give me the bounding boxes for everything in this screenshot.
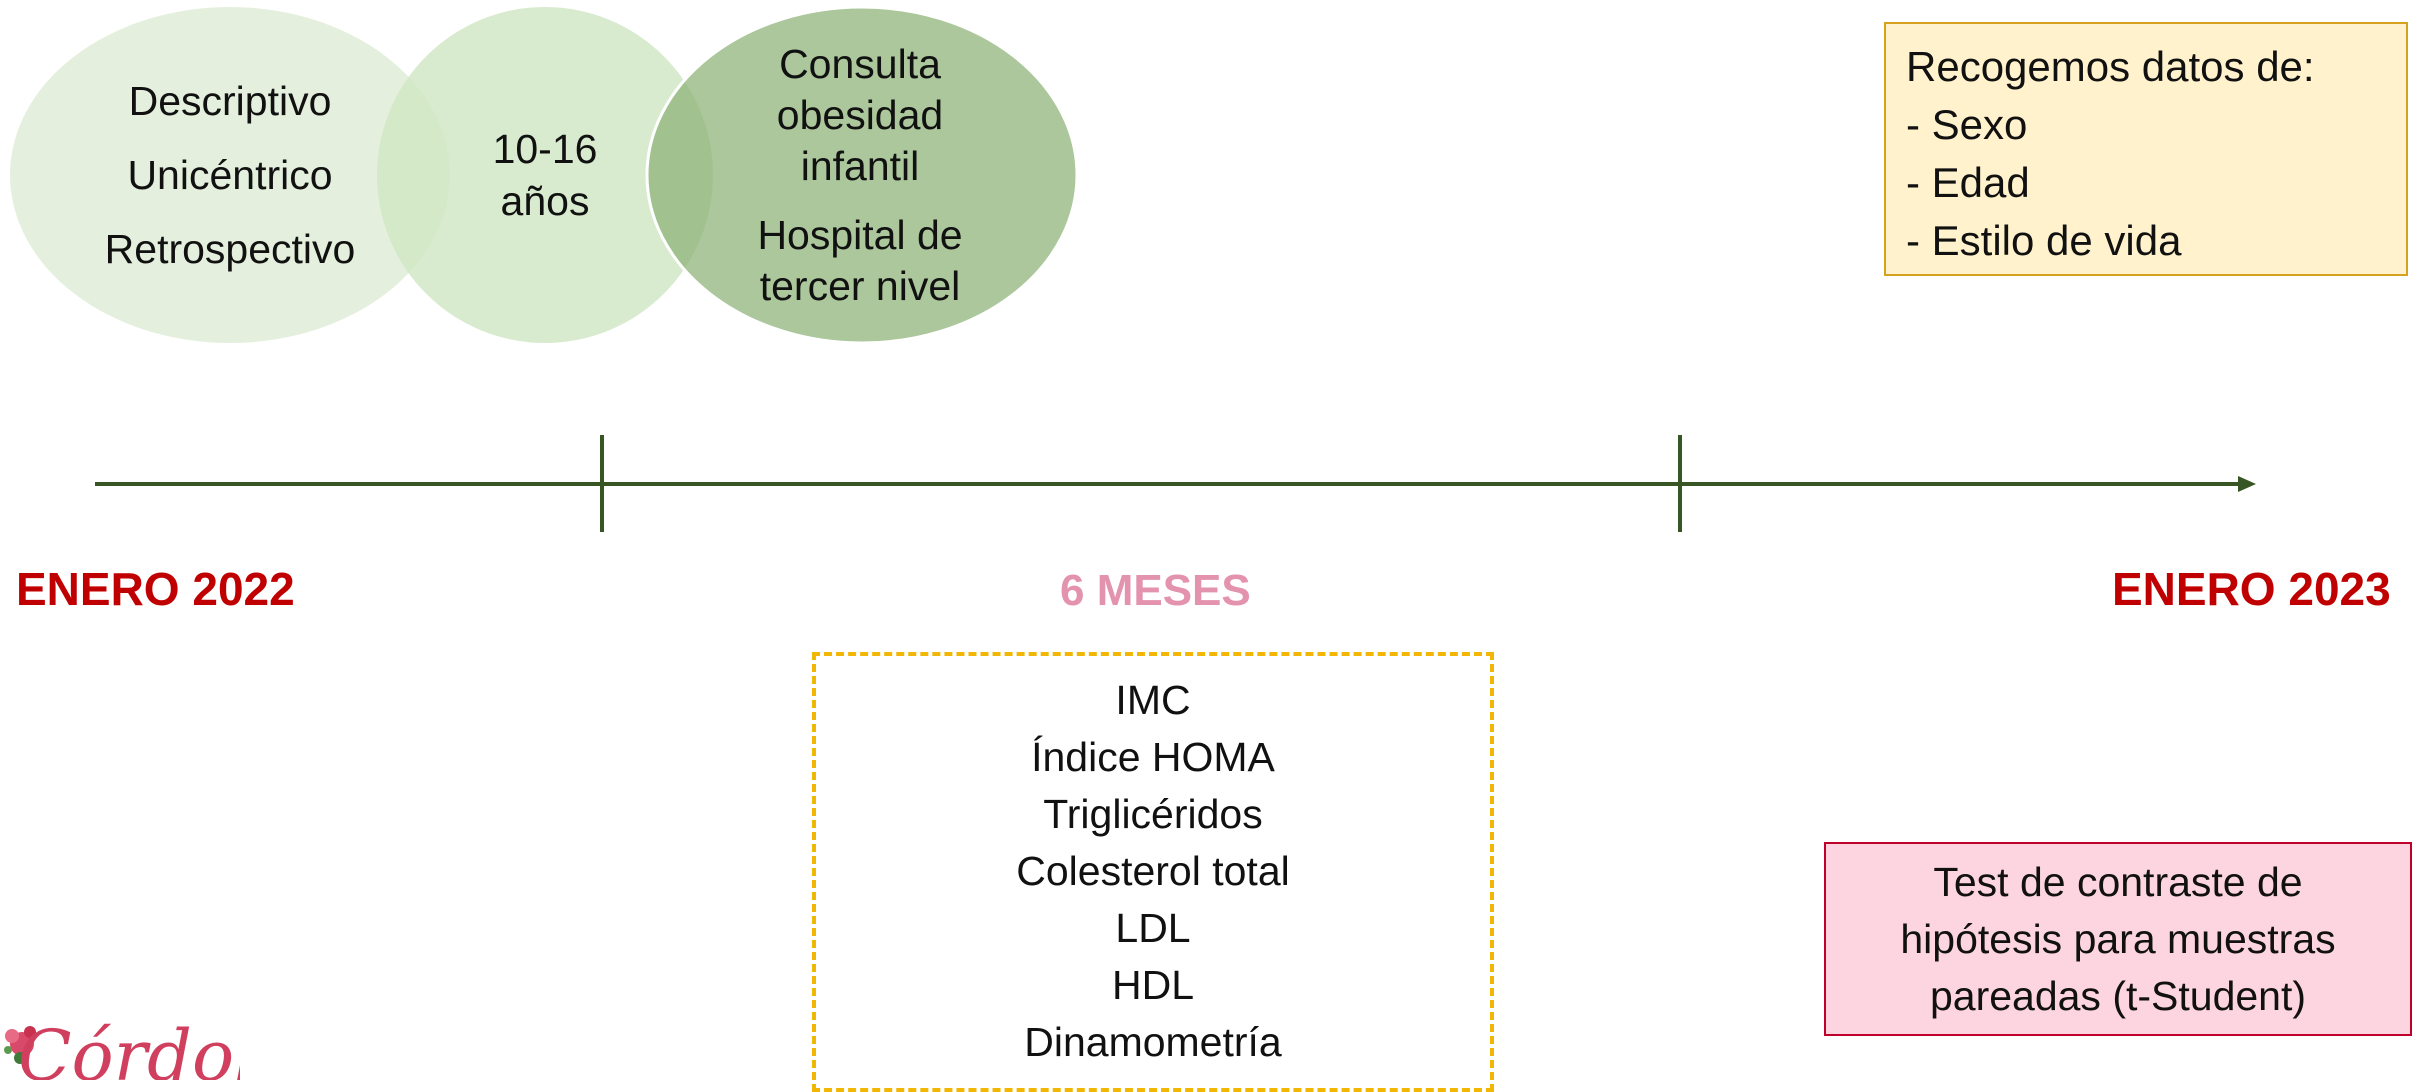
data-collection-box: Recogemos datos de: - Sexo - Edad - Esti…: [1884, 22, 2408, 276]
setting-line: Hospital de: [757, 211, 963, 258]
flower-icon: [4, 1026, 36, 1064]
variable-item: Colesterol total: [1016, 848, 1290, 894]
data-collection-item: - Estilo de vida: [1906, 217, 2182, 264]
timeline-arrowhead: [2238, 476, 2256, 492]
variable-item: Triglicéridos: [1043, 791, 1263, 837]
setting-text: Consulta obesidad infantil Hospital de t…: [700, 30, 1020, 320]
statistics-line: hipótesis para muestras: [1900, 915, 2336, 962]
age-range-line: 10-16: [492, 126, 598, 172]
data-collection-item: - Sexo: [1906, 101, 2028, 148]
setting-line: Consulta: [779, 40, 941, 87]
circle-age-range: [377, 7, 713, 343]
study-type-line: Descriptivo: [128, 78, 332, 124]
circle-study-type: [10, 7, 450, 343]
study-type-line: Unicéntrico: [127, 152, 333, 198]
age-range-text: 10-16 años: [440, 100, 650, 250]
setting-line: infantil: [800, 142, 920, 189]
data-collection-item: - Edad: [1906, 159, 2030, 206]
statistics-line: pareadas (t-Student): [1929, 972, 2307, 1019]
setting-line: tercer nivel: [759, 262, 961, 309]
study-type-text: Descriptivo Unicéntrico Retrospectivo: [60, 60, 400, 290]
cordoba-logo: Córdoba: [0, 1010, 240, 1080]
setting-line: obesidad: [776, 91, 944, 138]
statistics-box: Test de contraste de hipótesis para mues…: [1824, 842, 2412, 1036]
circle-setting: [645, 5, 1079, 345]
variable-item: LDL: [1115, 905, 1191, 951]
logo-text: Córdoba: [18, 1015, 240, 1080]
age-range-line: años: [500, 178, 590, 224]
variable-item: HDL: [1111, 962, 1195, 1008]
statistics-line: Test de contraste de: [1933, 858, 2303, 905]
data-collection-title: Recogemos datos de:: [1906, 43, 2315, 90]
variable-item: IMC: [1115, 677, 1191, 723]
study-type-line: Retrospectivo: [104, 226, 356, 272]
end-date-label: ENERO 2023: [2112, 563, 2391, 615]
variable-item: Dinamometría: [1024, 1019, 1282, 1065]
variables-box: IMC Índice HOMA Triglicéridos Colesterol…: [812, 652, 1494, 1092]
start-date-label: ENERO 2022: [16, 563, 295, 615]
variable-item: Índice HOMA: [1031, 734, 1275, 780]
duration-label: 6 MESES: [1060, 566, 1251, 615]
